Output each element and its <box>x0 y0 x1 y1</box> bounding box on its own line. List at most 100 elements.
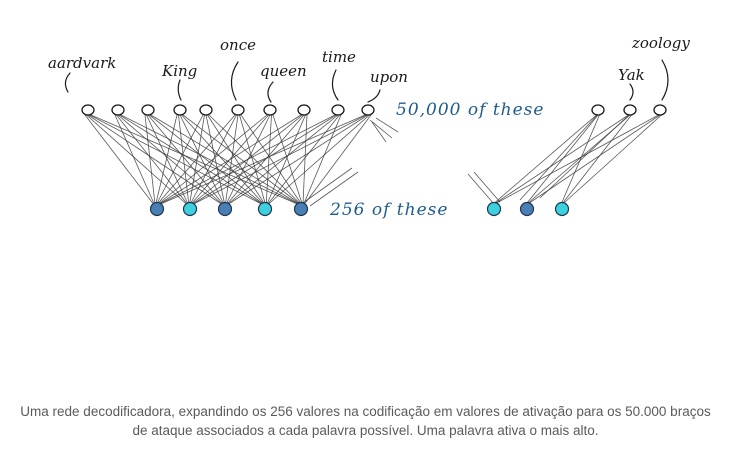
connection-line <box>561 114 632 205</box>
connection-line <box>144 114 156 205</box>
word-node <box>653 104 667 116</box>
word-label-yak: Yak <box>618 66 645 84</box>
pointer-king <box>177 79 182 101</box>
connection-line <box>192 114 337 205</box>
word-label-time: time <box>322 48 356 66</box>
connection-line <box>562 114 662 205</box>
connection-line <box>299 167 353 206</box>
output-word-nodes <box>81 104 667 116</box>
encoding-node <box>554 201 570 217</box>
connection-line <box>560 114 600 205</box>
word-node <box>361 104 375 116</box>
connection-line <box>150 114 300 205</box>
connection-line <box>159 114 336 205</box>
connection-line <box>149 114 264 205</box>
connection-line <box>157 114 268 205</box>
pointer-once <box>230 61 239 101</box>
connection-line <box>309 171 359 207</box>
connection-line <box>117 114 223 205</box>
connection-line <box>525 114 599 205</box>
connection-line <box>120 114 299 205</box>
connection-line <box>156 114 204 205</box>
connection-line <box>157 114 236 205</box>
connection-line <box>240 114 302 205</box>
word-node <box>263 104 277 116</box>
connection-line <box>178 114 190 205</box>
connection-line <box>266 114 306 205</box>
connection-line <box>158 114 302 205</box>
connection-line <box>539 113 631 199</box>
connection-line <box>190 114 237 205</box>
connection-line <box>304 114 372 205</box>
connection-line <box>267 114 340 205</box>
pointer-queen <box>267 81 274 103</box>
connection-line <box>89 114 262 205</box>
connection-line <box>160 114 366 205</box>
word-node <box>199 104 213 116</box>
connection-line <box>228 114 369 205</box>
word-label-zoology: zoology <box>631 34 690 52</box>
connection-line <box>116 114 188 205</box>
connection-line <box>90 114 298 205</box>
word-node <box>81 104 95 116</box>
connection-line <box>86 114 187 205</box>
connection-line <box>146 114 189 205</box>
connection-line <box>155 114 178 205</box>
connection-line <box>473 171 501 203</box>
connection-line <box>193 114 367 205</box>
connection-line <box>371 121 387 143</box>
word-label-king: King <box>161 62 197 80</box>
word-label-aardvark: aardvark <box>48 54 116 72</box>
word-node <box>297 104 311 116</box>
encoding-node <box>257 201 273 217</box>
bottom-count-label: 256 of these <box>329 200 448 220</box>
word-node <box>111 104 125 116</box>
connection-line <box>119 114 263 205</box>
encoding-node <box>293 201 309 217</box>
encoding-node <box>519 201 535 217</box>
top-count-label: 50,000 of these <box>396 100 544 120</box>
connection-line <box>226 114 305 205</box>
pointer-yak <box>629 83 634 101</box>
connection-line <box>189 114 205 205</box>
connection-line <box>227 114 339 205</box>
connection-line <box>182 114 301 205</box>
connection-line <box>494 114 659 205</box>
word-node <box>623 104 637 116</box>
connection-line <box>519 113 599 201</box>
connection-line <box>375 117 399 133</box>
connection-line <box>265 114 272 205</box>
decoder-network-diagram: aardvark King once queen time upon Yak z… <box>48 34 690 220</box>
connection-line <box>207 114 265 205</box>
word-label-once: once <box>220 36 256 54</box>
connection-line <box>239 114 266 205</box>
connection-line <box>205 114 225 205</box>
encoding-nodes <box>149 201 570 217</box>
connection-line <box>225 114 239 205</box>
encoding-node <box>182 201 198 217</box>
word-node <box>173 104 187 116</box>
encoding-node <box>149 201 165 217</box>
pointer-aardvark <box>64 72 71 93</box>
word-label-queen: queen <box>260 62 307 80</box>
word-node <box>141 104 155 116</box>
connection-line <box>303 114 342 205</box>
figure-caption: Uma rede decodificadora, expandindo os 2… <box>20 404 711 438</box>
connection-line <box>492 114 597 205</box>
pointer-zoology <box>661 59 669 101</box>
pointer-time <box>331 69 339 101</box>
connection-line <box>114 114 155 205</box>
pointer-upon <box>367 89 381 103</box>
connection-line <box>369 119 393 139</box>
connection-line <box>467 173 495 205</box>
word-node <box>331 104 345 116</box>
word-label-upon: upon <box>370 68 408 86</box>
connection-line <box>87 114 222 205</box>
word-node <box>591 104 605 116</box>
connection-line <box>84 114 154 205</box>
connection-lines <box>84 113 662 207</box>
word-node <box>231 104 245 116</box>
label-pointers <box>64 59 669 103</box>
connection-line <box>268 114 370 205</box>
encoding-node <box>217 201 233 217</box>
